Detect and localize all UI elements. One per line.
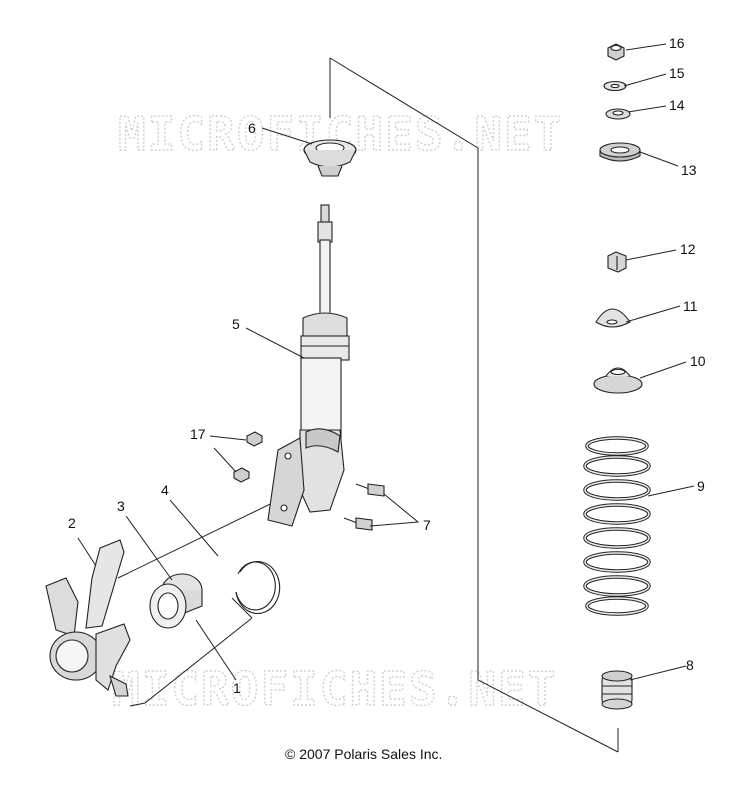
bearing-plate-part [599, 142, 641, 162]
callout-17: 17 [190, 426, 206, 442]
leader-lines [77, 43, 695, 681]
copyright-text: © 2007 Polaris Sales Inc. [285, 746, 442, 762]
callouts: 1 2 3 4 5 6 7 8 9 10 11 12 13 14 15 16 1… [68, 35, 706, 696]
callout-13: 13 [681, 162, 697, 178]
callout-6: 6 [248, 120, 256, 136]
washer-part [603, 80, 627, 92]
callout-12: 12 [680, 241, 696, 257]
callout-2: 2 [68, 515, 76, 531]
callout-14: 14 [669, 97, 685, 113]
callout-9: 9 [697, 478, 705, 494]
bearing-part [149, 573, 203, 629]
spacer-part [605, 108, 631, 120]
callout-1: 1 [233, 680, 241, 696]
callout-11: 11 [683, 298, 698, 314]
callout-3: 3 [117, 498, 125, 514]
upper-mount-part [303, 139, 357, 177]
strut-part [267, 204, 350, 527]
callout-15: 15 [669, 65, 685, 81]
cone-part [595, 308, 631, 328]
knuckle-part [45, 539, 131, 697]
callout-5: 5 [232, 316, 240, 332]
callout-10: 10 [690, 353, 706, 369]
callout-7: 7 [423, 517, 431, 533]
watermark-bottom: MICROFICHES.NET [112, 662, 557, 716]
coil-spring-part [583, 436, 651, 616]
jam-nut-part [607, 251, 627, 273]
spring-seat-part [593, 367, 643, 394]
bolt-part [343, 483, 385, 531]
assembly-outline [117, 57, 619, 753]
flange-nut-part [233, 431, 263, 483]
top-nut-part [607, 43, 625, 61]
callout-8: 8 [686, 657, 694, 673]
callout-16: 16 [669, 35, 685, 51]
callout-4: 4 [161, 482, 169, 498]
bump-stop-part [601, 670, 633, 710]
snap-ring-part [235, 560, 281, 615]
